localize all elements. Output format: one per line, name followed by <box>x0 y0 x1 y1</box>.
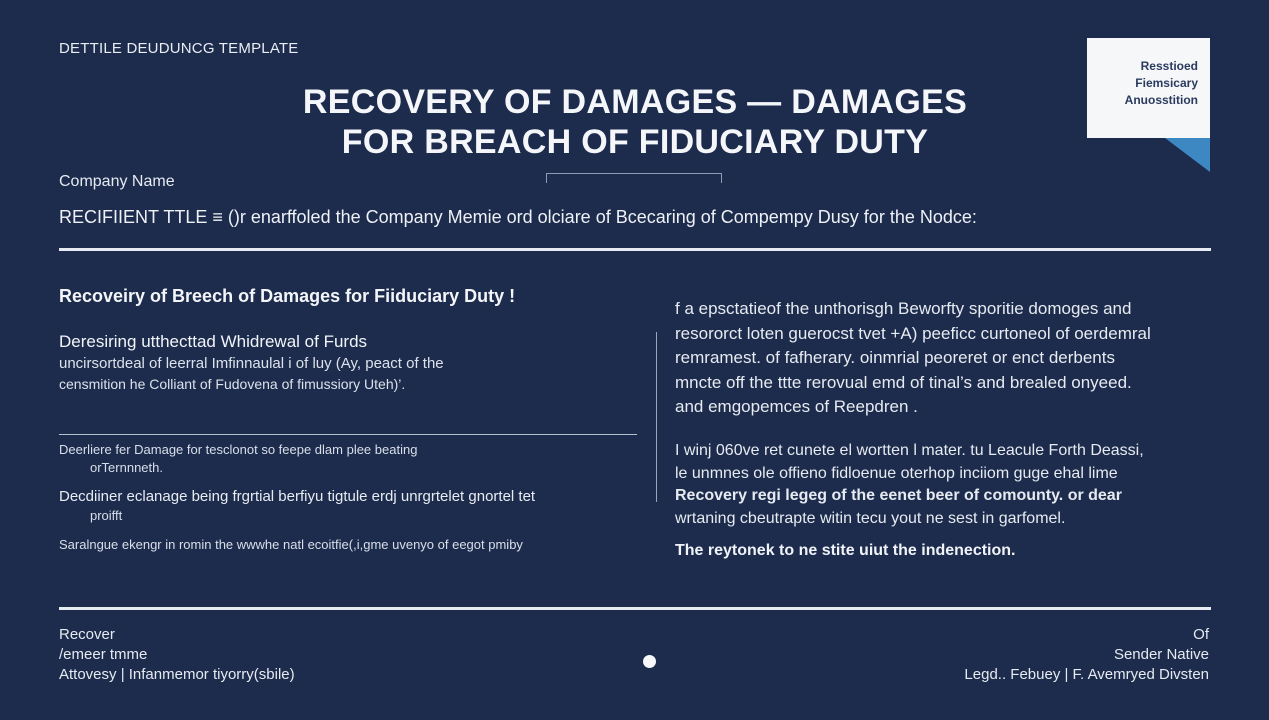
title-line-1: RECOVERY OF DAMAGES — DAMAGES <box>302 83 968 121</box>
company-name: Company Name <box>59 173 175 190</box>
left-section-rule <box>59 434 637 435</box>
right-p1-line-4: mncte off the ttte rerovual emd of tinal… <box>675 372 1132 392</box>
left-subheading: Deresiring utthecttad Whidrewal of Furds <box>59 332 368 351</box>
badge-corner-fold <box>1165 138 1210 172</box>
list-item-2-line-2: proifft <box>90 508 123 523</box>
footer-right-line-3: Legd.. Febuey | F. Avemryed Divsten <box>964 666 1209 683</box>
footer-divider <box>59 607 1211 610</box>
footer-center-dot <box>643 655 656 668</box>
right-p2-line-4: wrtaning cbeutrapte witin tecu yout ne s… <box>675 509 1066 527</box>
closing-statement: The reytonek to ne stite uiut the indene… <box>675 542 1016 559</box>
right-paragraph-1: f a epsctatieof the unthorisgh Beworfty … <box>675 297 1220 420</box>
footer-left-line-2: /emeer tmme <box>59 646 148 663</box>
footer-left-line-1: Recover <box>59 626 115 643</box>
footer-right-line-2: Sender Native <box>1113 646 1209 663</box>
right-p2-line-3: Recovery regi legeg of the eenet beer of… <box>675 487 1122 504</box>
footer-right-line-1: Of <box>1193 626 1209 643</box>
association-badge: Resstioed Fiemsicary Anuosstition <box>1087 38 1211 174</box>
list-item-1-line-2: orTernnneth. <box>90 460 163 475</box>
right-p1-line-1: f a epsctatieof the unthorisgh Beworfty … <box>675 299 1132 318</box>
right-paragraph-2: I winj 060ve ret cunete el wortten l mat… <box>675 440 1220 530</box>
right-p1-line-2: resororct loten guerocst tvet +A) peefic… <box>675 323 1151 343</box>
list-item-3-line-1: Saralngue ekengr in romin the wwwhe natl… <box>59 537 523 552</box>
title-underline <box>546 173 722 183</box>
left-body-line-2: censmition he Colliant of Fudovena of fi… <box>59 376 406 392</box>
left-body-line-1: uncirsortdeal of leerral Imfinnaulal i o… <box>59 355 444 372</box>
column-divider <box>656 332 657 502</box>
list-item-2-line-1: Decdiiner eclanage being frgrtial berfiy… <box>59 488 536 505</box>
template-label: DETTILE DEUDUNCG TEMPLATE <box>59 40 299 57</box>
right-p1-line-5: and emgopemces of Reepdren . <box>675 397 918 416</box>
badge-line-2: Fiemsicary <box>1135 76 1198 90</box>
right-p1-line-3: remramest. of fafherary. oinmrial peorer… <box>675 348 1115 367</box>
badge-line-3: Anuosstition <box>1124 93 1198 107</box>
recipient-line: RECIFIIENT TTLE ≡ ()r enarffoled the Com… <box>59 207 977 227</box>
right-p2-line-2: le unmnes ole offieno fidloenue oterhop … <box>675 464 1118 482</box>
badge-card: Resstioed Fiemsicary Anuosstition <box>1087 38 1210 138</box>
title-line-2: FOR BREACH OF FIDUCIARY DUTY <box>341 123 929 161</box>
badge-line-1: Resstioed <box>1140 59 1198 73</box>
footer-left-line-3: Attovesy | Infanmemor tiyorry(sbile) <box>59 666 295 683</box>
section-heading: Recoveiry of Breech of Damages for Fiidu… <box>59 286 516 306</box>
right-p2-line-1: I winj 060ve ret cunete el wortten l mat… <box>675 442 1144 459</box>
header-divider <box>59 248 1211 251</box>
list-item-1-line-1: Deerliere fer Damage for tesclonot so fe… <box>59 442 418 457</box>
document-title: RECOVERY OF DAMAGES — DAMAGES FOR BREACH… <box>200 82 1070 162</box>
